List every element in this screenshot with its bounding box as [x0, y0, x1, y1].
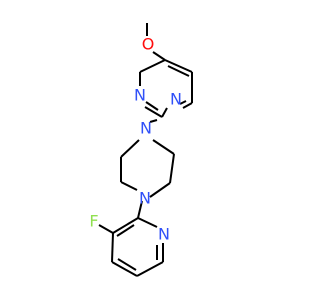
- bond-dz-6: [120, 181, 138, 191]
- bond-py-2: [111, 232, 114, 263]
- atom-labels: O N N N N F N: [89, 35, 182, 244]
- bond-c2-n3-double: [145, 101, 159, 111]
- bond-py-1-double: [116, 224, 135, 237]
- bond-py-3: [111, 261, 138, 277]
- bond-c4-c5: [164, 59, 193, 73]
- bond-dz-2: [169, 153, 175, 184]
- bond-py-3-double: [117, 258, 137, 271]
- bond-dz-3: [149, 182, 171, 198]
- atom-fluorine: F: [89, 212, 98, 231]
- bond-c-f: [98, 224, 114, 234]
- bond-py-4: [136, 261, 164, 277]
- bond-o-c4: [152, 51, 166, 61]
- bond-c2-n-diazepane: [149, 119, 158, 123]
- structure-drawing: O N N N N F N: [89, 23, 193, 277]
- atom-pyrimidine-n3: N: [134, 86, 146, 105]
- atom-pyrimidine-n1: N: [170, 90, 182, 109]
- bond-n1-c2: [161, 107, 168, 118]
- atom-methoxy-oxygen: O: [142, 35, 155, 54]
- bond-c4-ring: [139, 59, 166, 73]
- bond-dz-4: [120, 139, 140, 158]
- bonds: [98, 23, 193, 277]
- bond-py-1: [112, 217, 139, 234]
- bond-dz-1: [152, 139, 175, 155]
- bond-c4-c5-double: [167, 65, 190, 77]
- molecule-diagram: O N N N N F N: [89, 23, 193, 277]
- atom-diazepane-n1: N: [140, 119, 152, 138]
- bond-c6-n1-double: [179, 100, 187, 105]
- atom-diazepane-n4: N: [139, 189, 151, 208]
- bond-n-pyridine: [137, 200, 143, 219]
- bond-c6-n1: [182, 102, 193, 109]
- bond-c2-n3: [144, 106, 163, 118]
- bond-py-6: [137, 217, 158, 228]
- atom-pyridine-n: N: [158, 225, 170, 244]
